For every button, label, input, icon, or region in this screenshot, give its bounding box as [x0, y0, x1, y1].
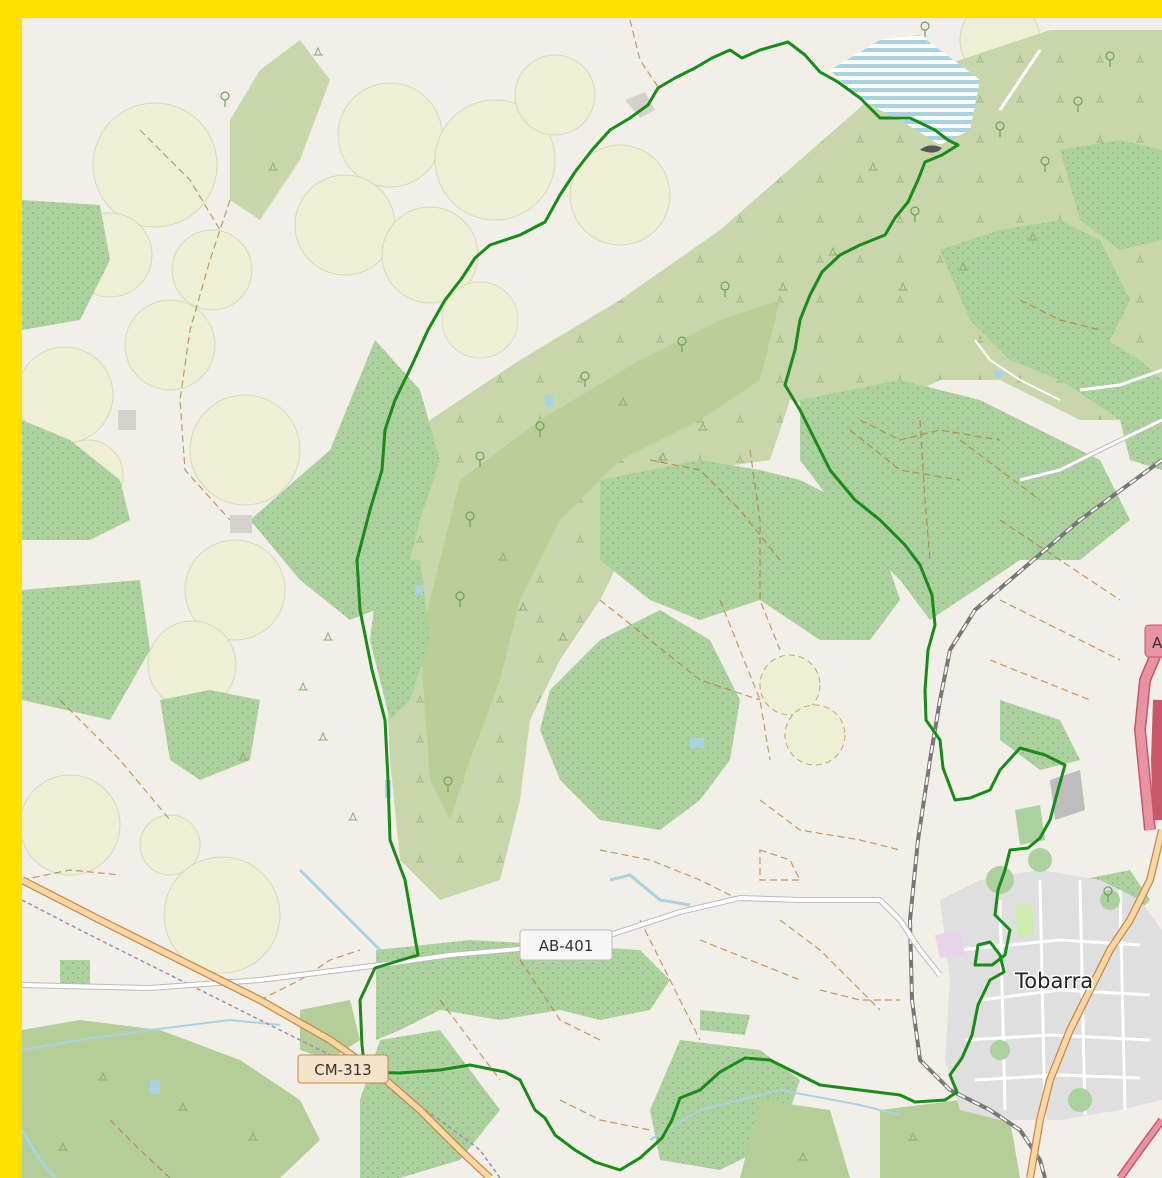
shrub-icon — [1028, 231, 1038, 241]
motorway-shield-letter: A — [1152, 634, 1162, 652]
shrub-icon — [698, 421, 708, 431]
cemetery-area — [1015, 903, 1034, 937]
forest-areas — [22, 140, 1162, 1178]
river-corner — [22, 1129, 57, 1178]
scrub-area-ridge — [230, 40, 330, 220]
town-greens — [986, 805, 1120, 1112]
pink-area — [935, 930, 965, 958]
road-cm313 — [22, 876, 493, 1178]
shrub-icon — [618, 396, 628, 406]
shrub-icon — [908, 1131, 918, 1141]
tree-icon — [580, 371, 590, 387]
place-label-tobarra: Tobarra — [1014, 969, 1093, 993]
tree-icon — [535, 421, 545, 437]
shrub-icon — [178, 1101, 188, 1111]
shrub-icon — [268, 161, 278, 171]
tree-icons — [220, 21, 1115, 902]
shrub-icon — [298, 681, 308, 691]
shrub-icon — [958, 261, 968, 271]
stream-south — [22, 1018, 281, 1051]
tree-icon — [465, 511, 475, 527]
tracks — [22, 19, 1121, 1178]
reservoir — [920, 145, 942, 153]
tree-icon — [1040, 156, 1050, 172]
road-label-ab401: AB-401 — [539, 937, 594, 955]
shrub-icon — [558, 631, 568, 641]
tree-icon — [1105, 51, 1115, 67]
route-track[interactable] — [355, 40, 1067, 1172]
road-town-primary — [1026, 829, 1162, 1178]
shrub-icon — [898, 281, 908, 291]
scrub-lowland — [22, 1000, 1020, 1178]
tree-icon — [1103, 886, 1113, 902]
shrub-icons — [58, 46, 1038, 1161]
tree-icon — [910, 206, 920, 222]
wetland-area — [830, 35, 980, 145]
scrub-area-inner — [420, 300, 780, 820]
shrub-icon — [348, 811, 358, 821]
shrub-icon — [658, 451, 668, 461]
shrub-icon — [518, 601, 528, 611]
map-layers: A — [22, 18, 1162, 1178]
shrub-icon — [778, 281, 788, 291]
tree-icon — [677, 336, 687, 352]
shrub-icon — [868, 161, 878, 171]
stream-east — [609, 873, 691, 907]
railway — [22, 458, 1162, 1178]
stream-canal — [298, 868, 382, 952]
tree-icon — [920, 21, 930, 37]
stream-bottom — [649, 1088, 901, 1141]
shrub-icon — [318, 731, 328, 741]
tree-icon — [995, 121, 1005, 137]
motorway — [1116, 637, 1162, 1178]
shrub-icon — [828, 246, 838, 256]
shrub-icon — [248, 1131, 258, 1141]
minor-roads — [22, 49, 1162, 992]
shrub-icon — [323, 631, 333, 641]
shrub-icon — [798, 1151, 808, 1161]
motorway-shield-partial — [1144, 624, 1162, 658]
road-shield-cm313: CM-313 — [297, 1054, 389, 1084]
shrub-icon — [58, 1141, 68, 1151]
tree-icon — [220, 91, 230, 107]
shrub-icon — [498, 551, 508, 561]
shrub-icon — [98, 1071, 108, 1081]
road-label-cm313: CM-313 — [314, 1061, 371, 1079]
tree-icon — [720, 281, 730, 297]
tree-icon — [455, 591, 465, 607]
tree-icon — [1073, 96, 1083, 112]
shrub-icon — [238, 751, 248, 761]
shrub-icon — [313, 46, 323, 56]
farmland-circles — [22, 18, 1041, 974]
tree-icon — [475, 451, 485, 467]
tree-icon — [443, 776, 453, 792]
road-shield-ab401: AB-401 — [519, 929, 613, 961]
